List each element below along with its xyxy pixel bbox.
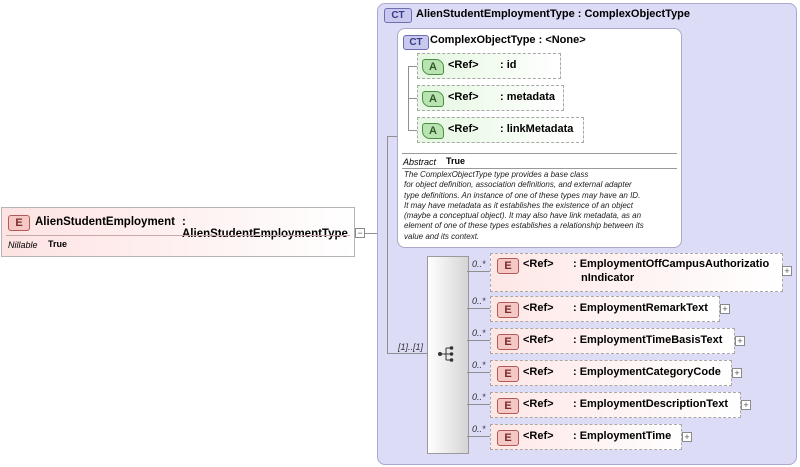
connector-line	[408, 98, 420, 99]
attribute-metadata[interactable]: A <Ref> : metadata	[417, 85, 564, 111]
root-element-box[interactable]: E AlienStudentEmployment : AlienStudentE…	[1, 207, 355, 257]
divider	[6, 235, 350, 236]
abstract-value: True	[446, 156, 466, 166]
attribute-ref: <Ref>	[448, 59, 479, 71]
element-name-cont: nIndicator	[581, 272, 635, 284]
connector-line	[408, 66, 420, 67]
nillable-value: True	[48, 239, 68, 249]
abstract-label: Abstract	[403, 157, 437, 167]
expand-icon[interactable]: +	[735, 336, 745, 346]
attribute-name: : linkMetadata	[500, 123, 574, 135]
expand-icon[interactable]: +	[782, 266, 792, 276]
element-employment-off-campus-authorization-indicator[interactable]: E <Ref> : EmploymentOffCampusAuthorizati…	[490, 253, 783, 292]
expand-icon[interactable]: +	[732, 368, 742, 378]
nillable-label: Nillable	[8, 240, 38, 250]
element-name: : EmploymentCategoryCode	[573, 366, 721, 378]
element-name: : EmploymentDescriptionText	[573, 398, 729, 410]
element-employment-time-basis-text[interactable]: E <Ref> : EmploymentTimeBasisText	[490, 328, 735, 354]
description-line: type definitions. An instance of one of …	[404, 190, 641, 200]
element-badge: E	[497, 302, 519, 318]
element-occurrence: 0..*	[472, 424, 486, 434]
complex-type-title: AlienStudentEmploymentType : ComplexObje…	[416, 8, 691, 20]
element-ref: <Ref>	[523, 398, 554, 410]
expand-icon[interactable]: +	[720, 304, 730, 314]
expand-icon[interactable]: +	[682, 432, 692, 442]
element-occurrence: 0..*	[472, 259, 486, 269]
attribute-badge: A	[422, 91, 444, 107]
divider	[402, 153, 677, 154]
element-employment-remark-text[interactable]: E <Ref> : EmploymentRemarkText	[490, 296, 720, 322]
element-employment-time[interactable]: E <Ref> : EmploymentTime	[490, 424, 682, 450]
element-name: : EmploymentTimeBasisText	[573, 334, 723, 346]
root-element-type: : AlienStudentEmploymentType	[182, 216, 348, 240]
attribute-name: : id	[500, 59, 517, 71]
element-ref: <Ref>	[523, 334, 554, 346]
attribute-linkmetadata[interactable]: A <Ref> : linkMetadata	[417, 117, 584, 143]
element-badge: E	[497, 334, 519, 350]
connector-line	[467, 436, 490, 437]
complex-type-icon: CT	[403, 35, 429, 50]
type-description: The ComplexObjectType type provides a ba…	[404, 170, 679, 242]
element-occurrence: 0..*	[472, 392, 486, 402]
base-type-title: ComplexObjectType : <None>	[430, 34, 586, 46]
element-badge: E	[497, 398, 519, 414]
sequence-occurrence: [1]..[1]	[398, 342, 424, 352]
description-line: for object definition, association defin…	[404, 180, 632, 190]
element-employment-category-code[interactable]: E <Ref> : EmploymentCategoryCode	[490, 360, 732, 386]
attribute-badge: A	[422, 123, 444, 139]
connector-line	[467, 271, 490, 272]
divider	[402, 168, 677, 169]
sequence-compositor[interactable]	[427, 256, 469, 454]
connector-line	[467, 404, 490, 405]
description-line: (maybe a conceptual object). It may also…	[404, 211, 642, 221]
element-ref: <Ref>	[523, 302, 554, 314]
root-element-name: AlienStudentEmployment	[35, 216, 175, 228]
element-name: : EmploymentOffCampusAuthorizatio	[573, 258, 770, 270]
attribute-ref: <Ref>	[448, 91, 479, 103]
element-badge: E	[497, 258, 519, 274]
description-line: It may have metadata as it establishes t…	[404, 200, 634, 210]
description-line: The ComplexObjectType type provides a ba…	[404, 170, 589, 179]
connector-line	[408, 130, 420, 131]
element-occurrence: 0..*	[472, 360, 486, 370]
element-badge: E	[497, 430, 519, 446]
element-badge: E	[8, 215, 30, 231]
connector-line	[467, 308, 490, 309]
connector-line	[387, 136, 399, 137]
expand-icon[interactable]: +	[741, 400, 751, 410]
sequence-icon	[438, 346, 454, 362]
element-ref: <Ref>	[523, 366, 554, 378]
element-badge: E	[497, 366, 519, 382]
attribute-badge: A	[422, 59, 444, 75]
element-employment-description-text[interactable]: E <Ref> : EmploymentDescriptionText	[490, 392, 741, 418]
element-ref: <Ref>	[523, 430, 554, 442]
collapse-icon[interactable]: −	[355, 228, 365, 238]
attribute-ref: <Ref>	[448, 123, 479, 135]
connector-line	[467, 372, 490, 373]
description-line: value and its context.	[404, 231, 480, 241]
complex-type-icon: CT	[384, 8, 412, 23]
connector-line	[387, 353, 427, 354]
element-ref: <Ref>	[523, 258, 554, 270]
description-line: element of one of these types establishe…	[404, 221, 644, 231]
element-occurrence: 0..*	[472, 296, 486, 306]
connector-line	[387, 136, 388, 354]
attribute-name: : metadata	[500, 91, 556, 103]
element-name: : EmploymentTime	[573, 430, 672, 442]
connector-line	[467, 340, 490, 341]
attribute-id[interactable]: A <Ref> : id	[417, 53, 561, 79]
element-name: : EmploymentRemarkText	[573, 302, 708, 314]
element-occurrence: 0..*	[472, 328, 486, 338]
connector-line	[365, 233, 387, 234]
